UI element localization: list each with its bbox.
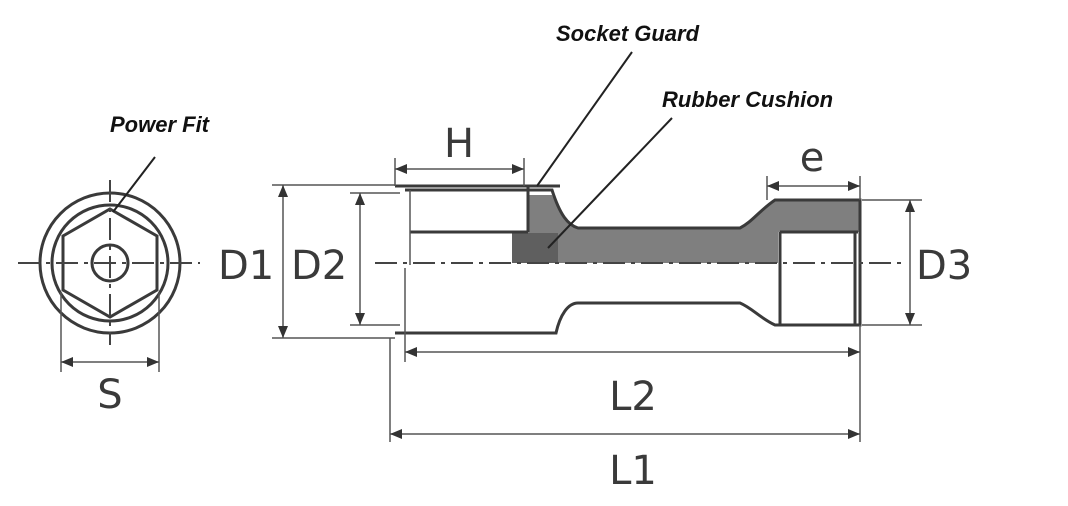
h-arrow-right (512, 164, 524, 174)
e-label: e (800, 135, 825, 181)
rubber-cushion-leader (547, 117, 673, 249)
l1-arrow-left (390, 429, 402, 439)
d3-arrow-bottom (905, 313, 915, 325)
e-arrow-right (848, 181, 860, 191)
s-label: S (97, 372, 122, 418)
side-view: D1 D2 D3 H e L2 (218, 21, 972, 494)
rubber-cushion-label: Rubber Cushion (662, 87, 833, 112)
end-view: S Power Fit (18, 112, 211, 418)
d2-label: D2 (291, 243, 347, 289)
d3-label: D3 (916, 243, 972, 289)
e-arrow-left (767, 181, 779, 191)
l2-label: L2 (609, 374, 657, 420)
end-view-hexagon (61, 207, 159, 319)
socket-guard-leader (536, 51, 633, 187)
h-arrow-left (395, 164, 407, 174)
d1-arrow-bottom (278, 326, 288, 338)
l1-arrow-right (848, 429, 860, 439)
socket-guard-label: Socket Guard (556, 21, 700, 46)
end-view-inner-circle (50, 203, 170, 323)
l1-label: L1 (609, 448, 657, 494)
d1-label: D1 (218, 243, 274, 289)
end-view-center-circle (90, 243, 130, 283)
power-fit-leader (112, 156, 156, 213)
rubber-cushion-block (512, 233, 558, 263)
h-label: H (444, 121, 474, 167)
d1-arrow-top (278, 185, 288, 197)
d2-arrow-bottom (355, 313, 365, 325)
d2-arrow-top (355, 193, 365, 205)
l2-arrow-right (848, 347, 860, 357)
power-fit-label: Power Fit (110, 112, 211, 137)
d3-arrow-top (905, 200, 915, 212)
s-arrow-left (61, 357, 73, 367)
l2-arrow-left (405, 347, 417, 357)
s-arrow-right (147, 357, 159, 367)
